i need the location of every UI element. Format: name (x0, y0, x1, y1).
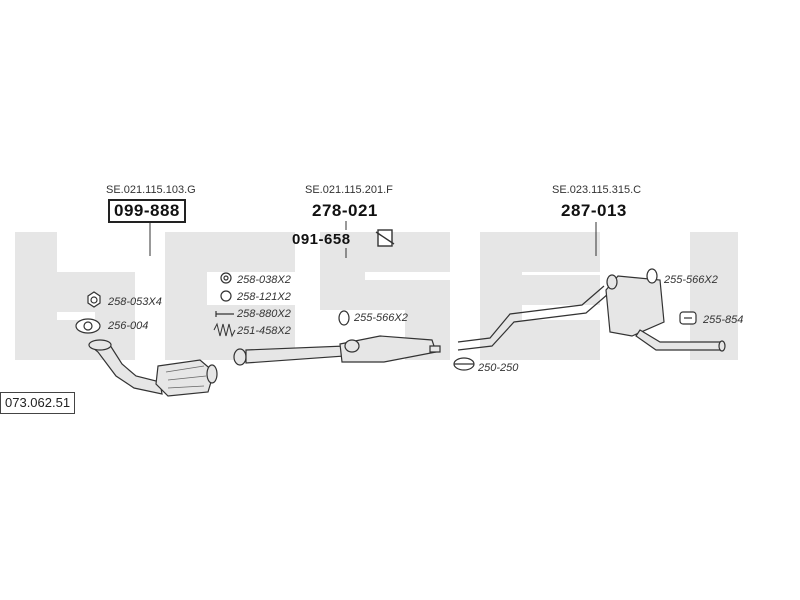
rear-silencer (605, 274, 726, 352)
assembly-ref-code: SE.023.115.315.C (552, 184, 642, 196)
assembly-ref-code: SE.021.115.103.G (106, 184, 196, 196)
watermark-logo (15, 232, 738, 360)
part-label-nut[interactable]: 258-053X4 (108, 296, 162, 308)
part-label-spring[interactable]: 251-458X2 (237, 325, 291, 337)
part-label-ring[interactable]: 255-566X2 (354, 312, 408, 324)
part-label-clamp[interactable]: 258-038X2 (237, 274, 291, 286)
part-label-pipe-clamp[interactable]: 250-250 (478, 362, 519, 374)
leader-lines (149, 221, 597, 258)
sub-part-number[interactable]: 091-658 (292, 231, 351, 248)
part-label-bolt[interactable]: 258-880X2 (237, 308, 291, 320)
part-label-rubber-hanger[interactable]: 255-854 (703, 314, 744, 326)
washer-icon (220, 290, 232, 302)
rear-ring-icon (646, 268, 658, 284)
clamp-icon (220, 272, 232, 284)
front-pipe-catalytic-converter (88, 339, 218, 397)
center-muffler (233, 335, 441, 366)
part-label-washer[interactable]: 258-121X2 (237, 291, 291, 303)
gasket-icon (75, 318, 101, 334)
bracket-icon (375, 229, 395, 247)
part-label-rear-ring[interactable]: 255-566X2 (664, 274, 718, 286)
intermediate-pipe (457, 285, 609, 351)
assembly-part-number[interactable]: 099-888 (108, 199, 186, 223)
part-label-gasket[interactable]: 256-004 (108, 320, 149, 332)
pipe-clamp-icon (453, 357, 475, 371)
assembly-part-number[interactable]: 278-021 (312, 201, 378, 220)
rubber-hanger-icon (679, 311, 697, 325)
assembly-part-number[interactable]: 287-013 (561, 201, 627, 220)
bolt-icon (215, 311, 234, 317)
assembly-ref-code: SE.021.115.201.F (305, 184, 393, 196)
ring-icon (338, 310, 350, 326)
spring-icon (213, 322, 236, 338)
diagram-id: 073.062.51 (0, 392, 76, 414)
nut-icon (87, 291, 101, 308)
